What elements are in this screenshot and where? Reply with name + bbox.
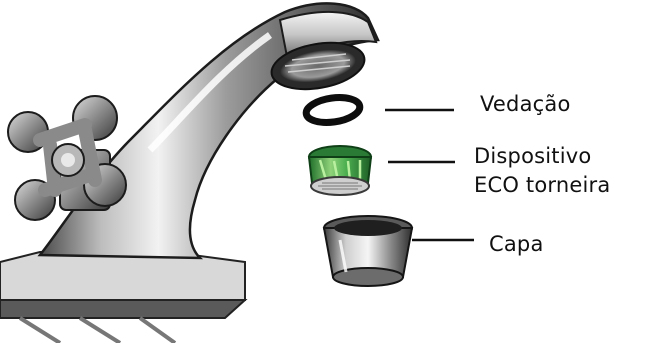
- faucet-base: [0, 252, 245, 343]
- aerator-cap-icon: [324, 216, 412, 286]
- cross-handle-icon: [8, 96, 126, 220]
- label-capa: Capa: [489, 231, 544, 257]
- seal-ring-icon: [305, 94, 362, 125]
- eco-aerator-icon: [309, 146, 371, 195]
- label-dispositivo-line1: Dispositivo: [474, 143, 591, 169]
- label-dispositivo-line2: ECO torneira: [474, 172, 610, 198]
- label-vedacao: Vedação: [480, 91, 571, 117]
